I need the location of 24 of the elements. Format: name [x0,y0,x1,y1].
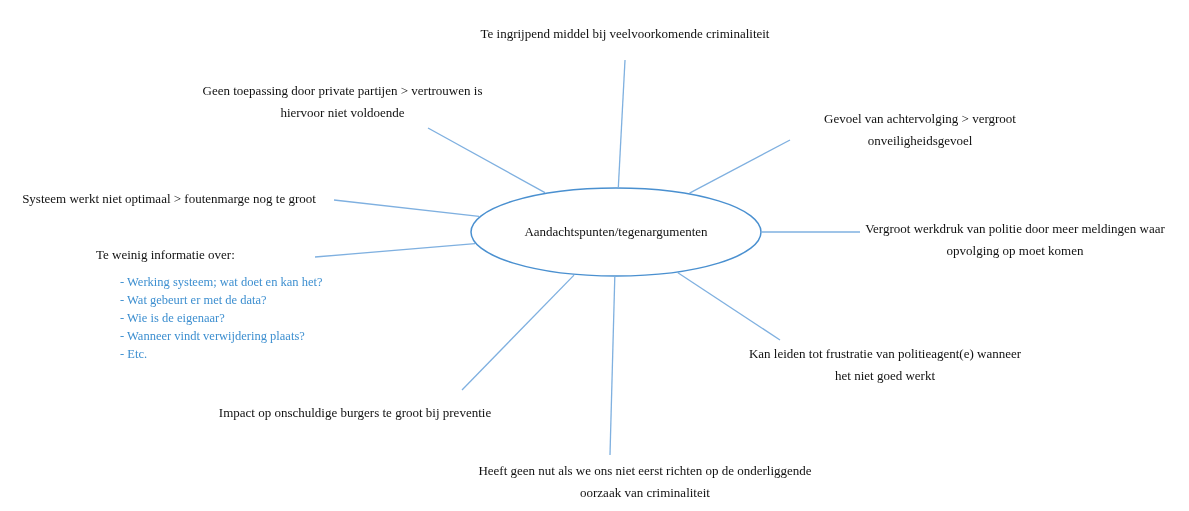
argument-note: Vergroot werkdruk van politie door meer meldingen waar opvolging op moet komen [860,214,1170,266]
connector-line [688,139,791,194]
connector-line [761,231,861,233]
connector-line [427,127,546,194]
connector-line [617,59,626,188]
central-topic-text: Aandachtspunten/tegenargumenten [524,223,708,241]
argument-note: Geen toepassing door private partijen > vertrouwen is hiervoor niet voldoende [200,76,485,128]
list-item: - Werking systeem; wat doet en kan het? [120,274,323,291]
list-item: - Wie is de eigenaar? [120,310,225,327]
argument-note: Te ingrijpend middel bij veelvoorkomende criminaliteit [480,8,770,60]
list-item: - Etc. [120,346,148,363]
connector-line [609,276,616,456]
argument-note: Kan leiden tot frustratie van politieagent(e) wanneer het niet goed werkt [745,340,1025,390]
argument-note: Impact op onschuldige burgers te groot bij preventie [210,390,500,436]
list-item: - Wanneer vindt verwijdering plaats? [120,328,305,345]
argument-note: Systeem werkt niet optimaal > foutenmarge nog te groot [4,176,334,222]
connector-line [677,272,781,341]
list-item: - Wat gebeurt er met de data? [120,292,267,309]
argument-note: Gevoel van achtervolging > vergroot onveiligheidsgevoel [790,104,1050,156]
note-heading: Te weinig informatie over: [96,246,236,264]
connector-line [314,243,476,258]
connector-line [461,274,575,391]
connector-line [333,199,480,218]
argument-note: Heeft geen nut als we ons niet eerst richten op de onderliggende oorzaak van criminaliteit [470,455,820,509]
